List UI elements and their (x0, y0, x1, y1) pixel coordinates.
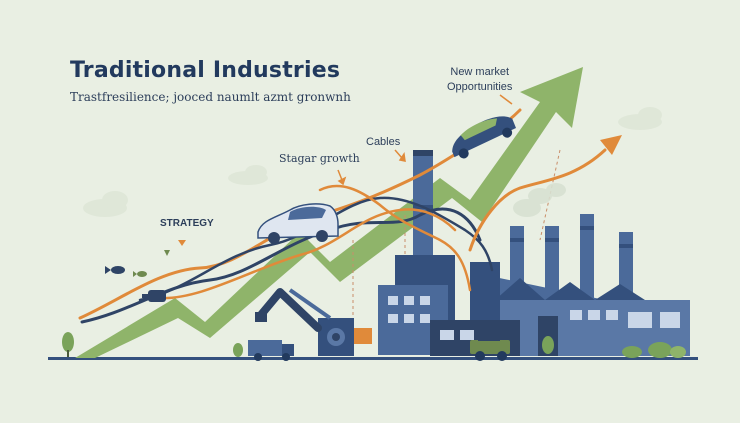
pointer-arrows (337, 94, 513, 186)
smoke (513, 183, 566, 217)
page-title: Traditional Industries (70, 58, 341, 83)
chevron-down-icon (164, 240, 186, 256)
flying-car-icon (452, 116, 517, 159)
ground-line (48, 357, 698, 360)
new-market-line2: Opportunities (447, 81, 513, 93)
fish-icon (105, 266, 147, 277)
new-market-label: New market Opportunities (447, 65, 512, 95)
factory-icon (378, 255, 690, 356)
new-market-line1: New market (450, 66, 510, 78)
stagnant-growth-label: Stagar growth (279, 152, 360, 165)
growth-arrow-icon (75, 67, 583, 358)
strategy-label: STRATEGY (160, 218, 214, 229)
cloud-icon (83, 107, 662, 217)
subtitle: Trastfresilience; jooced naumlt azmt gro… (70, 90, 351, 104)
truck-icon (248, 340, 294, 361)
cables-label: Cables (366, 136, 401, 148)
sedan-car-icon (257, 203, 339, 244)
orange-arrowhead-icon (600, 135, 622, 155)
tree-icon (62, 332, 686, 358)
jeep-icon (470, 332, 510, 361)
cable-plug-icon (142, 290, 166, 302)
robot-arm-icon (255, 288, 372, 356)
